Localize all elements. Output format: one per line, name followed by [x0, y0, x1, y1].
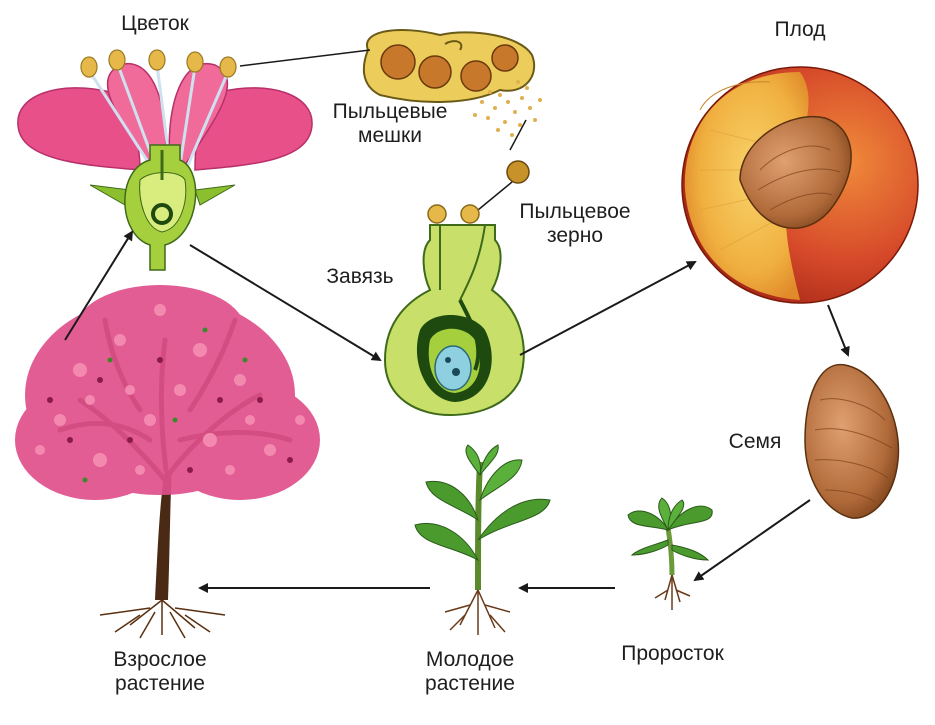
- young-plant-illustration: [414, 444, 551, 635]
- arrow-flower-to-ovary: [189, 244, 382, 362]
- label-sprout: Проросток: [621, 642, 724, 665]
- connector-line: [239, 49, 371, 67]
- flower-illustration: [17, 49, 313, 271]
- cycle-arrows: [64, 230, 850, 593]
- arrow-fruit-to-seed: [827, 304, 850, 357]
- label-pollen-grain-line2: зерно: [546, 224, 604, 247]
- arrow-adult-to-flower: [64, 230, 134, 341]
- label-young-plant-line1: Молодое: [425, 648, 515, 671]
- label-young-plant-line2: растение: [425, 672, 515, 695]
- label-adult-plant-line2: растение: [115, 672, 205, 695]
- label-fruit: Плод: [774, 18, 826, 41]
- label-seed: Семя: [728, 430, 782, 453]
- seed-illustration: [804, 363, 900, 519]
- pollen-grain-illustration: [477, 119, 530, 211]
- label-young-plant: Молодое растение: [385, 648, 555, 696]
- label-adult-plant: Взрослое растение: [70, 648, 250, 696]
- label-ovary: Завязь: [326, 265, 394, 288]
- fruit-illustration: [681, 66, 919, 304]
- arrow-ovary-to-fruit: [519, 261, 697, 356]
- label-pollen-sacs: Пыльцевые мешки: [305, 100, 475, 148]
- adult-plant-illustration: [15, 285, 320, 639]
- pollen-sacs-illustration: [362, 29, 542, 137]
- sprout-illustration: [627, 497, 713, 610]
- label-pollen-sacs-line2: мешки: [358, 124, 422, 147]
- label-adult-plant-line1: Взрослое: [113, 648, 207, 671]
- label-pollen-grain-line1: Пыльцевое: [519, 200, 631, 223]
- arrow-seed-to-sprout: [693, 499, 811, 582]
- label-pollen-sacs-line1: Пыльцевые: [332, 100, 448, 123]
- ovary-illustration: [383, 204, 525, 417]
- label-pollen-grain: Пыльцевое зерно: [500, 200, 650, 248]
- label-flower: Цветок: [121, 12, 189, 35]
